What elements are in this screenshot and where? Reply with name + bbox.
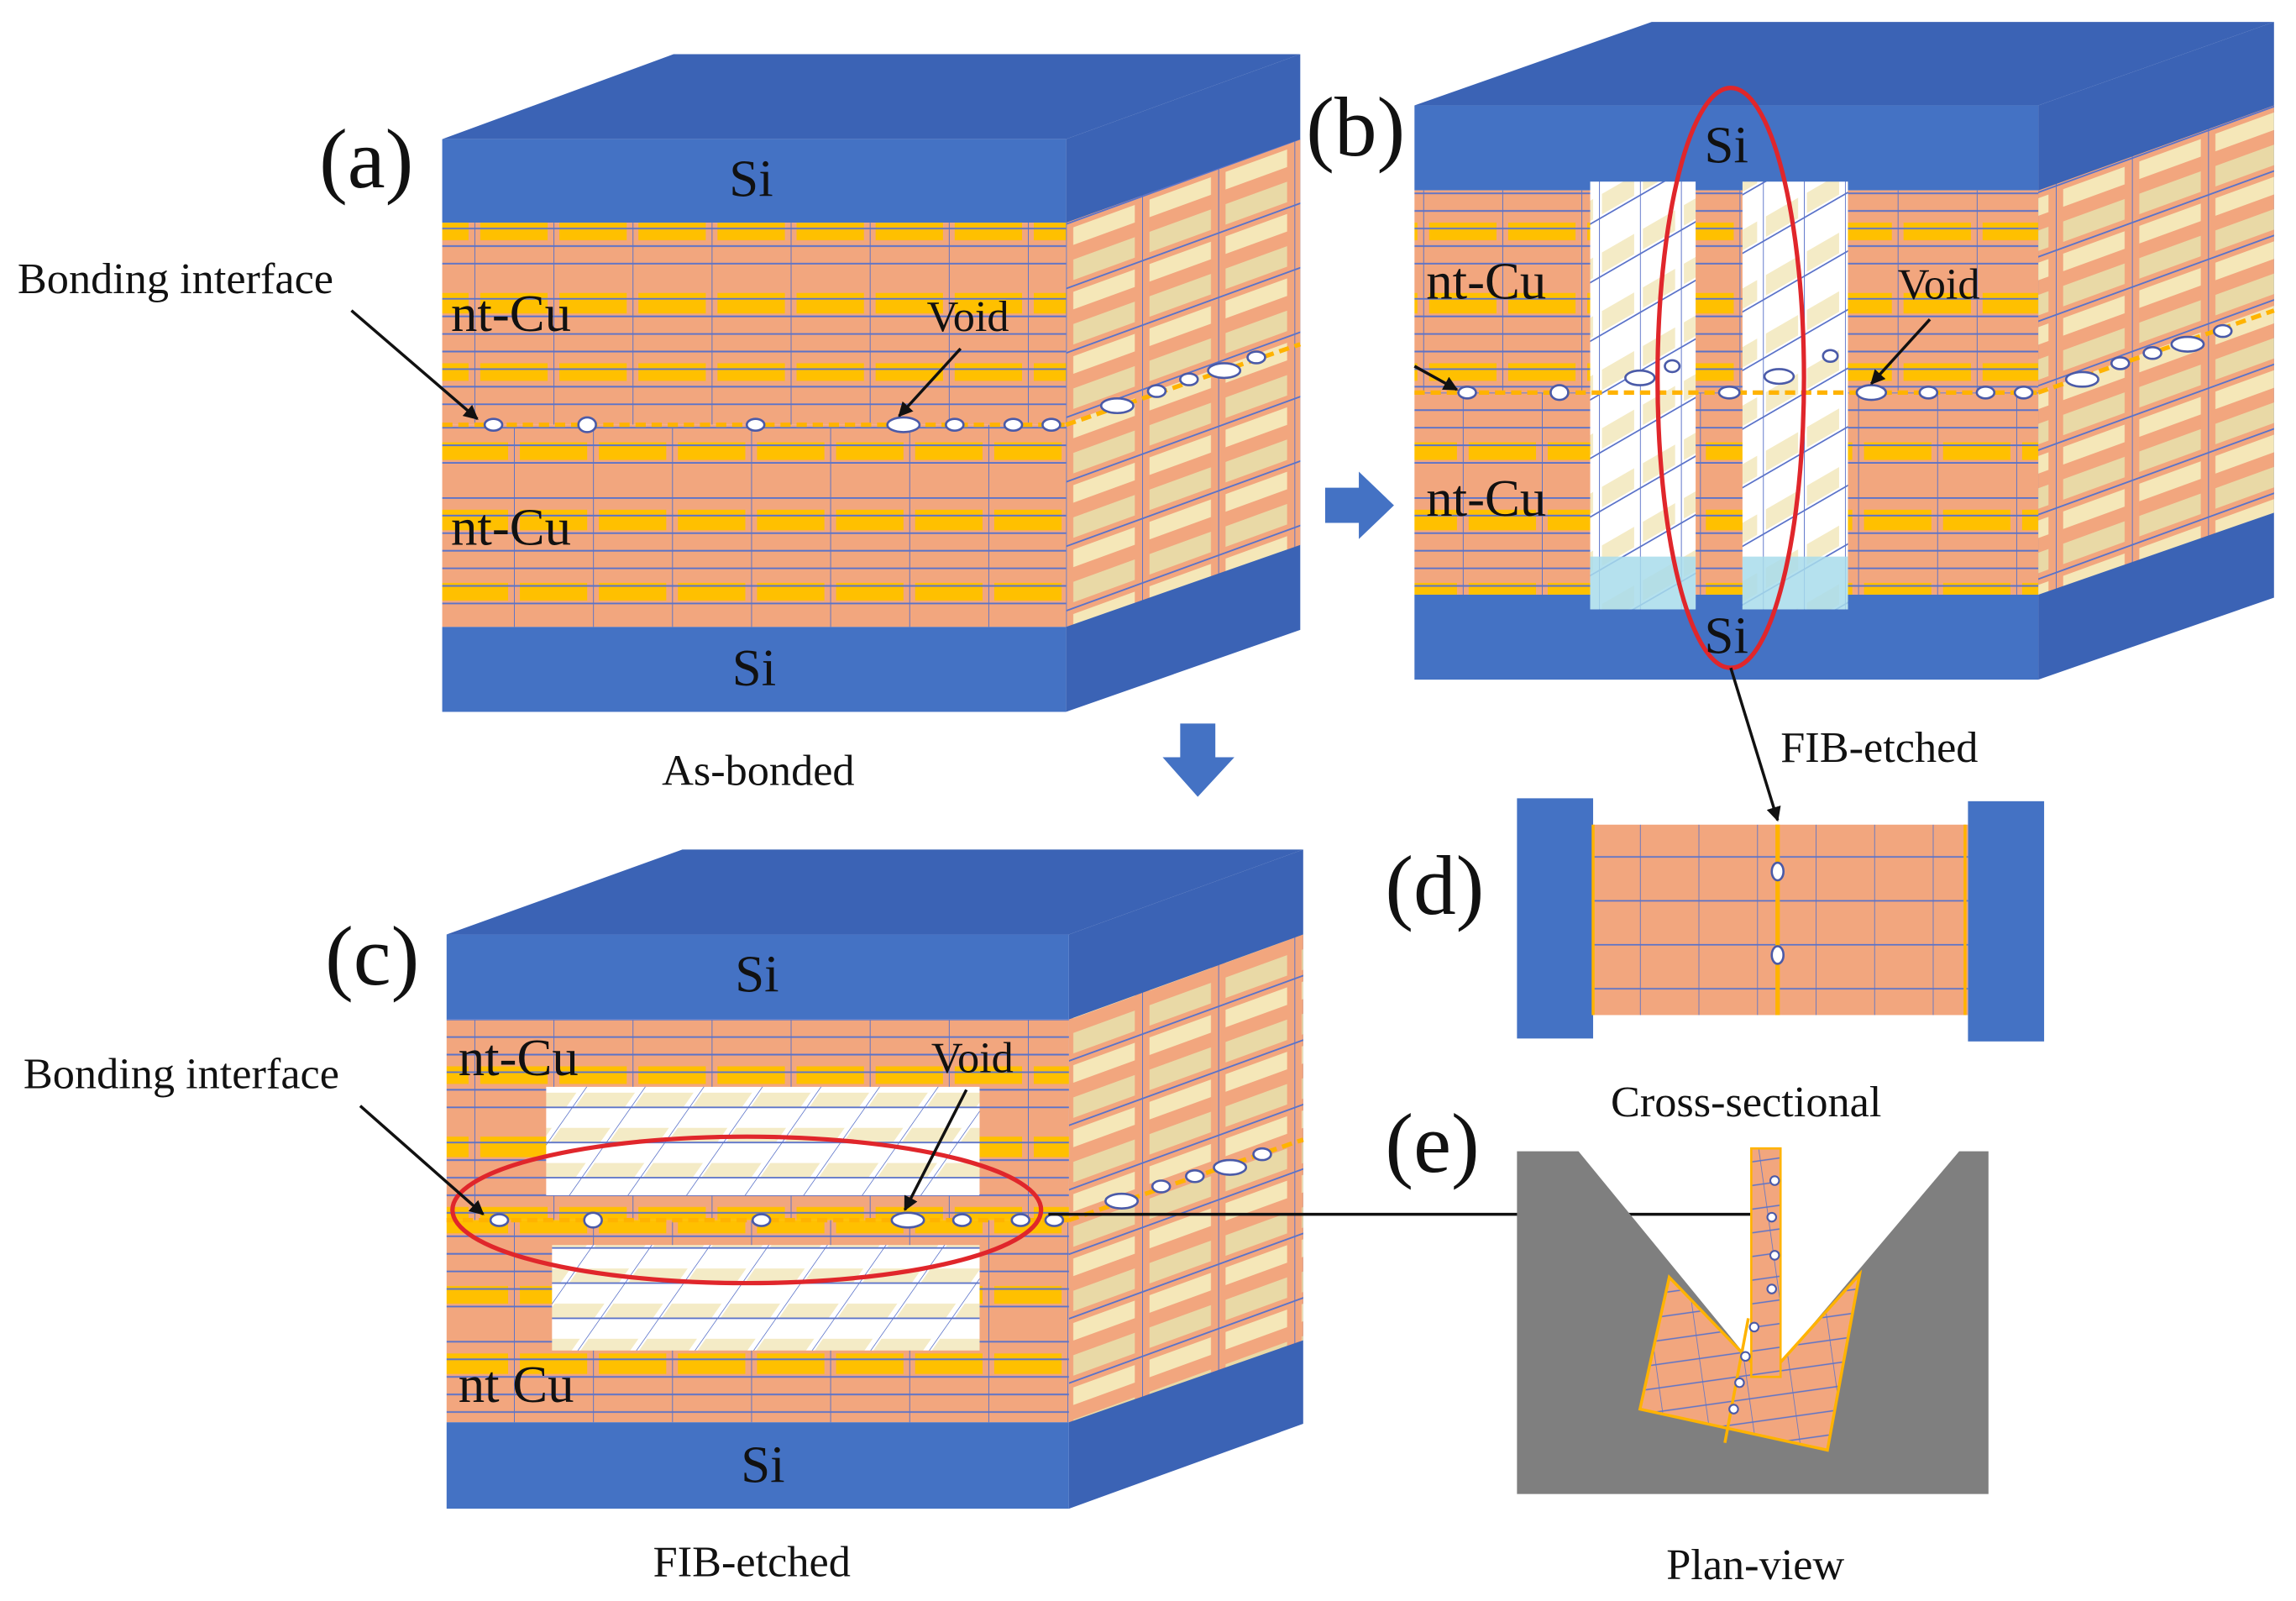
panel-a-cu-lower-label: nt-Cu xyxy=(451,498,571,557)
panel-c-si-top xyxy=(446,934,1069,1020)
panel-a-cu-upper-label: nt-Cu xyxy=(451,284,571,343)
panel-c-caption: FIB-etched xyxy=(653,1537,851,1586)
panel-b-si-top xyxy=(1414,105,2039,191)
panel-a-caption: As-bonded xyxy=(662,747,854,795)
panel-b-cu-lower xyxy=(1414,392,2039,595)
arrow-a-to-c xyxy=(1162,723,1234,797)
panel-b-voids xyxy=(1457,323,2233,402)
panel-a-bonding-arrow xyxy=(350,309,479,421)
panel-c-si-top-label: Si xyxy=(735,945,778,1004)
panel-c-cu-upper-label: nt-Cu xyxy=(459,1028,579,1087)
panel-c-etched-lower xyxy=(552,1245,980,1351)
panel-c-void-arrow xyxy=(903,1089,968,1211)
panel-a-si-top-label: Si xyxy=(729,150,773,208)
panel-b-void-arrow xyxy=(1870,318,1932,386)
panel-b-to-d-arrow xyxy=(1729,667,1781,822)
panel-a-cu-upper xyxy=(442,223,1067,425)
panel-e: (e) Plan-view xyxy=(1385,1096,1989,1589)
panel-b: (b) Si Si nt-Cu nt-Cu Void FIB-etched xyxy=(1306,22,2275,822)
panel-b-highlight-ellipse xyxy=(1655,86,1806,670)
panel-e-caption: Plan-view xyxy=(1666,1541,1844,1589)
panel-d-copper xyxy=(1593,824,1968,1016)
panel-b-bonding-arrow xyxy=(1413,365,1459,391)
panel-d-si-left xyxy=(1517,798,1594,1039)
arrow-a-to-b xyxy=(1324,471,1394,539)
panel-c-si-bottom-label: Si xyxy=(741,1436,784,1494)
panel-c-letter: (c) xyxy=(325,909,419,1003)
panel-a-si-bottom xyxy=(442,627,1067,712)
panel-c-cu-lower-label: nt Cu xyxy=(459,1355,574,1414)
panel-b-cu-lower-label: nt-Cu xyxy=(1426,469,1546,528)
panel-d-caption: Cross-sectional xyxy=(1611,1078,1881,1126)
panel-b-cu-upper-label: nt-Cu xyxy=(1426,252,1546,311)
panel-e-voids xyxy=(1728,1175,1780,1415)
panel-c-etched-upper xyxy=(546,1086,980,1195)
panel-b-caption: FIB-etched xyxy=(1780,723,1978,772)
panel-a-bonding-label: Bonding interface xyxy=(18,255,333,303)
panel-b-void-label: Void xyxy=(1898,260,1980,309)
panel-a-cu-lower xyxy=(442,424,1067,627)
panel-a-void-arrow xyxy=(898,347,962,417)
panel-c: (c) Si Si nt-Cu nt Cu Bonding interface … xyxy=(24,849,1768,1586)
panel-c-void-label: Void xyxy=(931,1033,1014,1082)
panel-a: (a) Si Si nt-Cu nt-Cu Bonding interface … xyxy=(18,54,1302,795)
panel-b-letter: (b) xyxy=(1306,80,1405,174)
panel-b-cu-upper xyxy=(1414,190,2039,393)
panel-a-letter: (a) xyxy=(319,112,413,206)
panel-a-si-bottom-label: Si xyxy=(732,638,776,697)
panel-c-bonding-arrow xyxy=(359,1105,485,1215)
panel-c-top-face xyxy=(446,849,1303,935)
panel-c-bonding-label: Bonding interface xyxy=(24,1050,339,1099)
panel-d-si-right xyxy=(1968,800,2045,1042)
panel-d-letter: (d) xyxy=(1385,838,1484,932)
panel-c-highlight-ellipse xyxy=(450,1134,1044,1286)
panel-b-si-top-label: Si xyxy=(1705,116,1748,175)
panel-e-grey-substrate xyxy=(1517,1151,1989,1494)
panel-b-trench-left xyxy=(1590,181,1696,610)
panel-e-lamella-fin xyxy=(1750,1147,1782,1378)
panel-a-void-label: Void xyxy=(927,292,1009,341)
panel-c-si-bottom xyxy=(446,1422,1069,1509)
panel-b-trench-right-floor xyxy=(1742,556,1848,610)
panel-a-top-face xyxy=(442,54,1301,139)
panel-d-voids xyxy=(1770,861,1785,965)
panel-a-si-top xyxy=(442,139,1067,223)
panel-b-si-bottom-label: Si xyxy=(1705,606,1748,665)
panel-d: (d) Cross-sectional xyxy=(1385,798,2045,1126)
panel-a-voids xyxy=(483,350,1266,433)
panel-c-interface-side xyxy=(1067,1137,1304,1223)
panel-b-top-face xyxy=(1414,22,2274,106)
panel-e-letter: (e) xyxy=(1385,1096,1479,1190)
